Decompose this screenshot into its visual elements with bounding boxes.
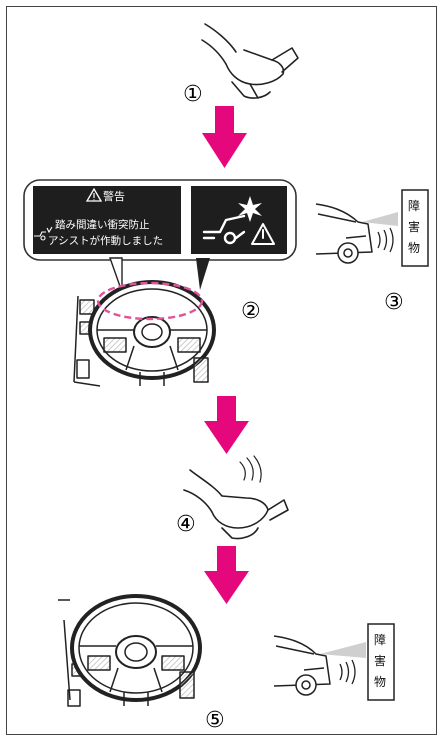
arrow-down-1: [202, 106, 247, 168]
foot-pedal-icon-4: [183, 455, 289, 540]
callout-pointers: [109, 257, 210, 293]
warning-title: 警告: [103, 189, 125, 203]
steering-wheel-icon-2: [73, 280, 216, 387]
message-line-2: アシストが作動しました: [48, 234, 163, 247]
obstacle-char-1: 障: [408, 198, 420, 213]
foot-pedal-icon-1: [201, 23, 299, 99]
warning-triangle-icon: [85, 187, 103, 202]
obstacle-char-2-b: 害: [374, 653, 386, 668]
step-1-number: ①: [183, 82, 203, 107]
obstacle-char-1-b: 障: [374, 632, 386, 647]
obstacle-sign-5: [367, 623, 395, 701]
arrow-down-3: [204, 546, 249, 604]
car-rear-sensor-icon-3: [315, 203, 398, 264]
step-4-number: ④: [176, 512, 196, 537]
display-callout: [23, 179, 297, 261]
obstacle-char-2: 害: [408, 219, 420, 234]
obstacle-char-3-b: 物: [374, 675, 386, 689]
arrow-down-2: [204, 396, 249, 454]
car-rear-sensor-icon-5: [273, 635, 366, 696]
display-highlight: [96, 281, 204, 321]
step-2-number: ②: [241, 299, 261, 324]
collision-warning-icon: [202, 196, 275, 245]
step-3-number: ③: [384, 290, 404, 315]
step-5-number: ⑤: [205, 708, 225, 733]
obstacle-sign-3: [401, 189, 429, 267]
figure-frame: [6, 6, 437, 735]
small-collision-icon: [34, 226, 53, 241]
obstacle-char-3: 物: [408, 241, 420, 255]
steering-wheel-icon-5: [58, 594, 202, 707]
message-line-1: 踏み間違い衝突防止: [55, 218, 150, 231]
